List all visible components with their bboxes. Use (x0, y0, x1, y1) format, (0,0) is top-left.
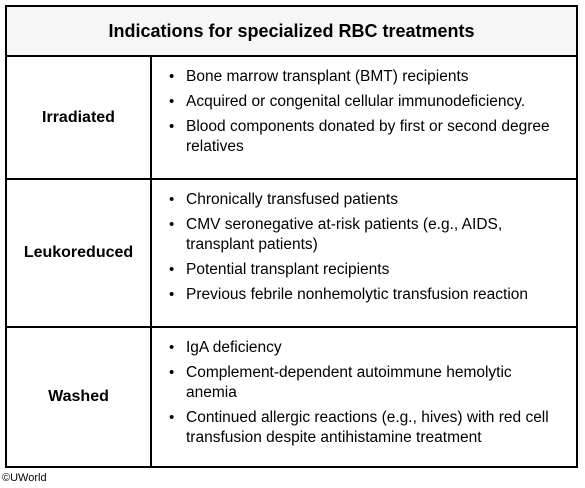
list-item: Bone marrow transplant (BMT) recipients (164, 67, 566, 87)
list-item: Acquired or congenital cellular immunode… (164, 92, 566, 112)
list-item: Previous febrile nonhemolytic transfusio… (164, 285, 566, 305)
row-label: Leukoreduced (7, 180, 152, 326)
row-label: Washed (7, 328, 152, 466)
row-content: IgA deficiency Complement-dependent auto… (152, 328, 576, 466)
list-item: Potential transplant recipients (164, 260, 566, 280)
row-washed: Washed IgA deficiency Complement-depende… (7, 328, 576, 466)
row-leukoreduced: Leukoreduced Chronically transfused pati… (7, 180, 576, 328)
indication-list: Bone marrow transplant (BMT) recipients … (164, 67, 566, 157)
indication-list: IgA deficiency Complement-dependent auto… (164, 338, 566, 448)
row-content: Chronically transfused patients CMV sero… (152, 180, 576, 326)
row-content: Bone marrow transplant (BMT) recipients … (152, 57, 576, 178)
row-irradiated: Irradiated Bone marrow transplant (BMT) … (7, 57, 576, 180)
row-label: Irradiated (7, 57, 152, 178)
table-title: Indications for specialized RBC treatmen… (7, 7, 576, 57)
list-item: Chronically transfused patients (164, 190, 566, 210)
list-item: CMV seronegative at-risk patients (e.g.,… (164, 215, 566, 255)
list-item: Complement-dependent autoimmune hemolyti… (164, 363, 566, 403)
indications-table: Indications for specialized RBC treatmen… (5, 5, 578, 468)
indication-list: Chronically transfused patients CMV sero… (164, 190, 566, 305)
list-item: Blood components donated by first or sec… (164, 117, 566, 157)
copyright-notice: ©UWorld (2, 472, 47, 484)
list-item: Continued allergic reactions (e.g., hive… (164, 408, 566, 448)
list-item: IgA deficiency (164, 338, 566, 358)
